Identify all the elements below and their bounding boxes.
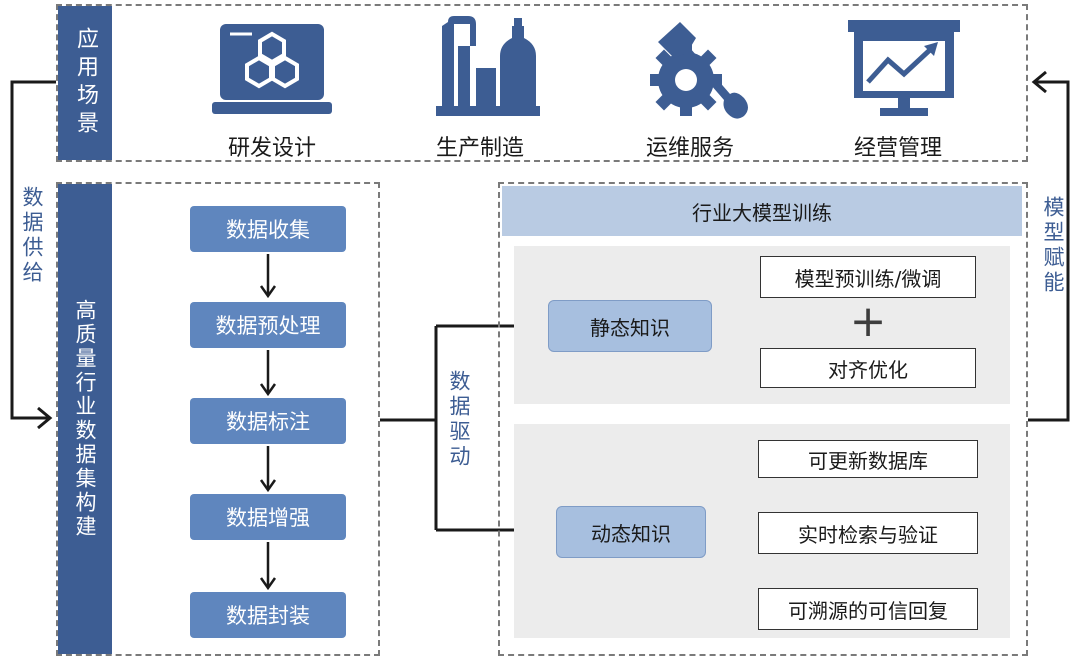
step-augment: 数据增强: [190, 494, 346, 540]
data-supply-label: 数据供给: [20, 186, 44, 286]
traceable-reply-box: 可溯源的可信回复: [758, 588, 978, 630]
pretrain-finetune-box: 模型预训练/微调: [760, 256, 976, 298]
laptop-hexagon-icon: [212, 20, 332, 120]
realtime-retrieval-box: 实时检索与验证: [758, 512, 978, 554]
scenario-frame: [56, 4, 1028, 162]
scenario-label-ops: 运维服务: [645, 136, 734, 161]
data-drive-label: 数据驱动: [447, 370, 471, 470]
scenario-label-rd: 研发设计: [227, 136, 316, 161]
wrench-gear-icon: [640, 12, 760, 119]
scenario-label-production: 生产制造: [435, 136, 524, 161]
scenario-label-management: 经营管理: [853, 136, 942, 161]
step-package: 数据封装: [190, 592, 346, 638]
step-annotate: 数据标注: [190, 398, 346, 444]
step-collect: 数据收集: [190, 206, 346, 252]
dynamic-knowledge: 动态知识: [556, 506, 706, 558]
training-frame: [498, 182, 1028, 656]
plus-icon: +: [849, 296, 887, 347]
model-empower-label: 模型赋能: [1041, 196, 1065, 296]
dataset-title: 高质量行业数据集构建: [58, 184, 112, 654]
chart-monitor-icon: [844, 20, 964, 120]
updatable-db-box: 可更新数据库: [758, 440, 978, 478]
step-preprocess: 数据预处理: [190, 302, 346, 348]
dataset-frame: [56, 182, 380, 656]
scenario-title: 应用场景: [58, 6, 112, 160]
static-knowledge: 静态知识: [548, 300, 712, 352]
alignment-box: 对齐优化: [760, 348, 976, 388]
training-title: 行业大模型训练: [502, 186, 1022, 236]
factory-icon: [428, 16, 548, 116]
